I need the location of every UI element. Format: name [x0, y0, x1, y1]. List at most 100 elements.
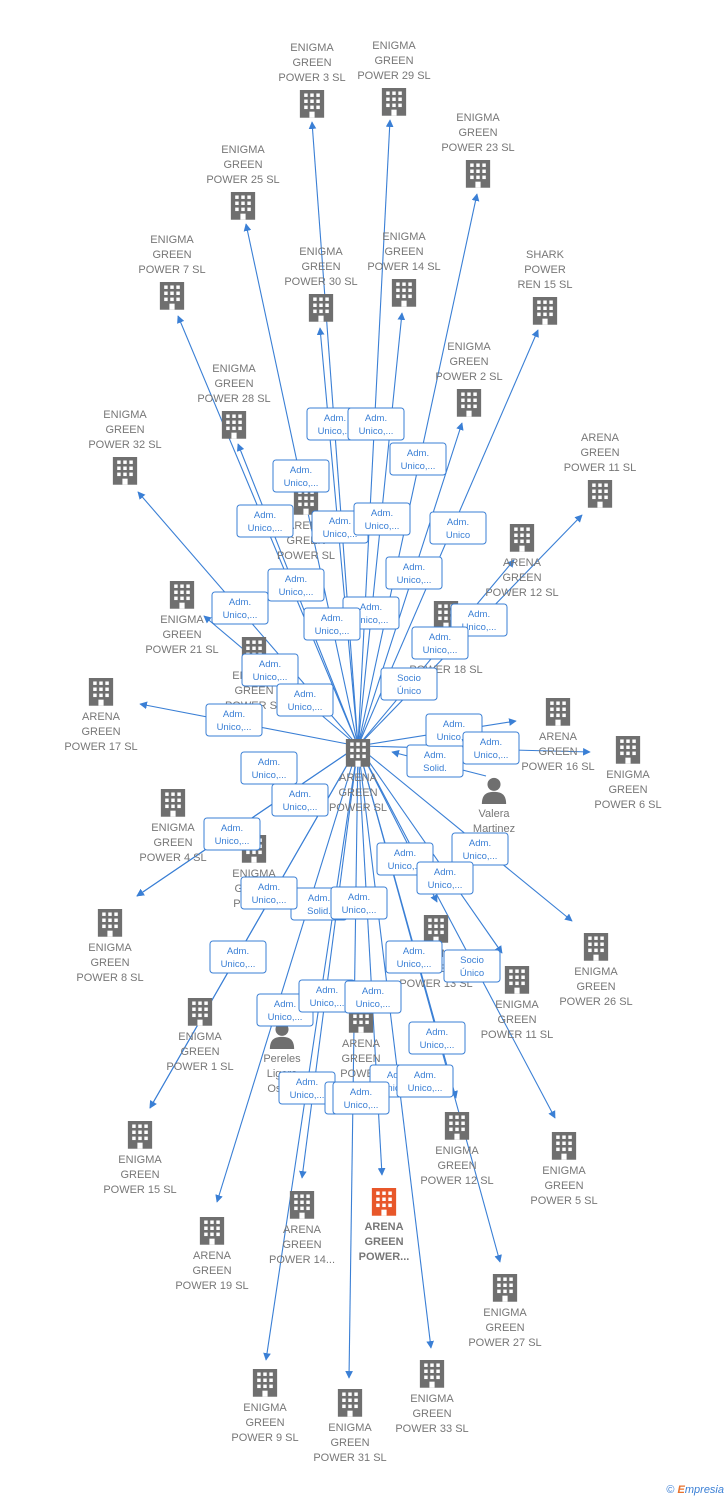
edge-role-label[interactable]: Adm.Unico,...	[385, 940, 443, 974]
node-label-line: POWER SL	[277, 550, 335, 562]
edge-role-text: Unico,...	[217, 722, 252, 733]
edge-role-text: Adm.	[321, 613, 343, 624]
edge-role-text: Único	[460, 968, 484, 979]
edge-role-label[interactable]: Adm.Unico,...	[332, 1081, 390, 1115]
edge-role-label[interactable]: Adm.Unico,...	[211, 591, 269, 625]
edge-role-text: Unico,...	[284, 478, 319, 489]
edge-role-label[interactable]: Adm.Solid.	[406, 744, 464, 778]
node-label-line: ARENA	[283, 1224, 322, 1236]
node-label-line: GREEN	[301, 261, 340, 273]
edge-role-label[interactable]: Adm.Unico,...	[303, 607, 361, 641]
edge-role-label[interactable]: Adm.Unico	[429, 511, 487, 545]
edge-role-label[interactable]: Adm.Unico,...	[330, 886, 388, 920]
edge-role-label[interactable]: Adm.Unico,...	[396, 1064, 454, 1098]
edge-role-label[interactable]: Adm.Unico,...	[272, 459, 330, 493]
node-label-line: ENIGMA	[88, 942, 132, 954]
edge-role-label[interactable]: Adm.Unico,...	[241, 653, 299, 687]
building-icon	[252, 1369, 278, 1397]
edge-role-label[interactable]: Adm.Unico,...	[347, 407, 405, 441]
brand-logo-text[interactable]: mpresia	[684, 1484, 724, 1496]
node-label-line: GREEN	[412, 1408, 451, 1420]
person-icon	[481, 777, 507, 804]
edge-role-text: Unico,...	[397, 575, 432, 586]
edge-role-text: Unico,...	[252, 770, 287, 781]
edge-role-label[interactable]: Adm.Unico,...	[385, 556, 443, 590]
edge-role-label[interactable]: Adm.Unico,...	[389, 442, 447, 476]
edge-role-text: Adm.	[274, 999, 296, 1010]
edge-role-label[interactable]: Adm.Unico,...	[236, 504, 294, 538]
brand-logo-initial[interactable]: E	[677, 1484, 685, 1496]
edge-role-text: Adm.	[429, 632, 451, 643]
edge-role-label[interactable]: Adm.Unico,...	[205, 703, 263, 737]
building-icon	[289, 1191, 315, 1219]
edge-role-text: Adm.	[443, 719, 465, 730]
company-node[interactable]: ARENAGREENPOWER...	[359, 1188, 410, 1263]
edge-role-label[interactable]: Adm.Unico,...	[353, 502, 411, 536]
edge-role-label[interactable]: Adm.Unico,...	[209, 940, 267, 974]
edge-role-label[interactable]: Adm.Unico,...	[451, 832, 509, 866]
building-icon	[504, 966, 530, 994]
edge-role-label[interactable]: Adm.Unico,...	[271, 783, 329, 817]
edge-role-label[interactable]: Adm.Unico,...	[203, 817, 261, 851]
node-label-line: GREEN	[120, 1169, 159, 1181]
edge-role-text: Adm.	[394, 848, 416, 859]
edge-role-text: Adm.	[329, 516, 351, 527]
edge-role-label[interactable]: Adm.Unico,...	[240, 751, 298, 785]
node-label-line: ENIGMA	[212, 363, 256, 375]
edge-role-text: Adm.	[407, 448, 429, 459]
edge-role-text: Adm.	[403, 946, 425, 957]
edge-role-label[interactable]: Adm.Unico,...	[411, 626, 469, 660]
edge-role-label[interactable]: Adm.Unico,...	[240, 876, 298, 910]
edge-role-label[interactable]: Adm.Unico,...	[416, 861, 474, 895]
building-icon	[337, 1389, 363, 1417]
node-label-line: POWER 15 SL	[103, 1184, 176, 1196]
edge-role-label[interactable]: Adm.Unico,...	[344, 980, 402, 1014]
node-label-line: POWER 2 SL	[435, 371, 502, 383]
node-label-line: GREEN	[449, 356, 488, 368]
node-label-line: Valera	[479, 808, 511, 820]
edge-role-label[interactable]: Adm.Unico,...	[462, 731, 520, 765]
edge-role-label[interactable]: Adm.Unico,...	[408, 1021, 466, 1055]
building-icon	[159, 282, 185, 310]
node-label-line: POWER	[524, 264, 566, 276]
edge-role-label[interactable]: Adm.Unico,...	[267, 568, 325, 602]
edge-role-text: Unico,...	[288, 702, 323, 713]
edge-role-label[interactable]: Adm.Unico,...	[276, 683, 334, 717]
node-label-line: Pereles	[263, 1053, 301, 1065]
